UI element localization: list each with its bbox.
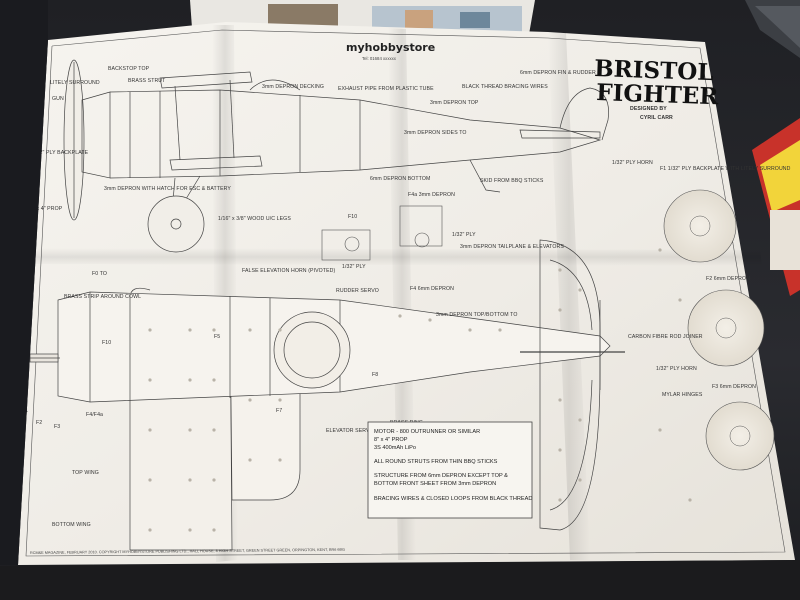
label-gun: GUN — [52, 96, 64, 102]
former-f3: F3 6mm DEPRON — [705, 384, 775, 471]
footer-copyright: RCM&E MAGAZINE, FEBRUARY 2010. COPYRIGHT… — [30, 548, 345, 555]
label-wood-legs: 1/16" x 3/8" WOOD U/C LEGS — [218, 216, 291, 222]
note-line: STRUCTURE FROM 6mm DEPRON EXCEPT TOP & — [374, 473, 508, 479]
label-f3: F3 6mm DEPRON — [712, 384, 756, 390]
designed-by-label: DESIGNED BY — [630, 106, 667, 112]
label-ply-small-2: 1/32" PLY — [452, 232, 476, 238]
note-line: 3S 400mAh LiPo — [374, 445, 416, 451]
label-exhaust: EXHAUST PIPE FROM PLASTIC TUBE — [338, 86, 434, 92]
plan-view-drawing — [26, 239, 625, 551]
label-ply-small: 1/32" PLY — [342, 264, 366, 270]
label-ply-backplate: 1/32" PLY BACKPLATE — [32, 150, 89, 156]
former-f1: F1 1/32" PLY BACKPLATE WITH LITELY SURRO… — [612, 160, 791, 263]
magazine-right — [752, 118, 800, 296]
label-f1-ply: F1 1/32" PLY BACKPLATE WITH LITELY SURRO… — [660, 166, 791, 172]
label-f10b: F10 — [102, 340, 111, 346]
notes-box: MOTOR - 800 OUTRUNNER OR SIMILAR 8" x 4"… — [367, 421, 532, 519]
designer-name: CYRIL CARR — [640, 115, 673, 121]
label-backstop: BACKSTOP TOP — [108, 66, 150, 72]
label-fo-to: F0 TO — [92, 271, 107, 277]
note-line: MOTOR - 800 OUTRUNNER OR SIMILAR — [374, 429, 480, 435]
label-depron-decking: 3mm DEPRON DECKING — [262, 84, 324, 90]
label-f4f4a: F4/F4a — [86, 412, 103, 418]
label-depron-fin: 6mm DEPRON FIN & RUDDER — [520, 70, 596, 76]
label-hinges: MYLAR HINGES — [662, 392, 703, 398]
label-depron-bottom: 6mm DEPRON BOTTOM — [370, 176, 430, 182]
title-line1: BRISTOL — [594, 55, 714, 86]
brand-phone: Tel: 01684 xxxxxx — [362, 56, 397, 61]
label-skid: SKID FROM BBQ STICKS — [480, 178, 544, 184]
label-bottom-wing: BOTTOM WING — [52, 522, 91, 528]
label-depron-hatch: 3mm DEPRON WITH HATCH FOR ESC & BATTERY — [104, 186, 231, 192]
former-f2: F2 6mm DEPRON — [687, 276, 765, 367]
label-f4-depron: F4 6mm DEPRON — [410, 286, 454, 292]
laptop-corner — [745, 0, 800, 58]
label-rudder-servo: RUDDER SERVO — [336, 288, 379, 294]
label-carbon-fibre: CARBON FIBRE ROD JOINER — [628, 334, 703, 340]
label-brass: BRASS STRUT — [128, 78, 166, 84]
label-f2: F2 6mm DEPRON — [706, 276, 750, 282]
label-false-elev: FALSE ELEVATION HORN (PIVOTED) — [242, 268, 335, 274]
label-f8: F8 — [372, 372, 378, 378]
label-depron-top-bottom: 3mm DEPRON TOP/BOTTOM TO — [436, 312, 517, 318]
note-line: BRACING WIRES & CLOSED LOOPS FROM BLACK … — [374, 496, 532, 502]
brand-name: myhobbystore — [346, 41, 435, 54]
label-prop: 8" x 4" PROP — [30, 206, 63, 212]
label-brass-strip: BRASS STRIP AROUND COWL — [64, 294, 141, 300]
label-depron-sides: 3mm DEPRON SIDES TO — [404, 130, 467, 136]
label-litely-surround: LITELY SURROUND — [50, 80, 100, 86]
label-ply-horn2: 1/32" PLY HORN — [656, 366, 697, 372]
label-top-wing: TOP WING — [72, 470, 99, 476]
label-elev-servo: ELEVATOR SERVO — [326, 428, 374, 434]
note-line: 8" x 4" PROP — [374, 437, 408, 443]
label-f2-plan: F2 — [36, 420, 42, 426]
note-line: BOTTOM FRONT SHEET FROM 3mm DEPRON — [374, 481, 496, 487]
rib-holes — [148, 248, 692, 532]
part-f4a: 1/32" PLY — [399, 205, 476, 248]
label-f3-plan: F3 — [54, 424, 60, 430]
label-ply-horn: 1/32" PLY HORN — [612, 160, 653, 166]
label-depron-top: 3mm DEPRON TOP — [430, 100, 479, 106]
side-view-drawing — [63, 59, 609, 253]
side-view-labels: BACKSTOP TOP BRASS STRUT LITELY SURROUND… — [30, 66, 596, 222]
label-black-thread: BLACK THREAD BRACING WIRES — [462, 84, 548, 90]
note-line: ALL ROUND STRUTS FROM THIN BBQ STICKS — [374, 459, 498, 465]
title-line2: FIGHTER — [596, 79, 720, 110]
label-f4a: F4a 3mm DEPRON — [408, 192, 455, 198]
label-tailplane: 3mm DEPRON TAILPLANE & ELEVATORS — [460, 244, 564, 250]
label-f10: F10 — [348, 214, 357, 220]
title-block: myhobbystore Tel: 01684 xxxxxx BRISTOL F… — [346, 41, 720, 121]
label-f7: F7 — [276, 408, 282, 414]
label-f5: F5 — [214, 334, 220, 340]
part-f10: F10 1/32" PLY — [321, 214, 371, 270]
